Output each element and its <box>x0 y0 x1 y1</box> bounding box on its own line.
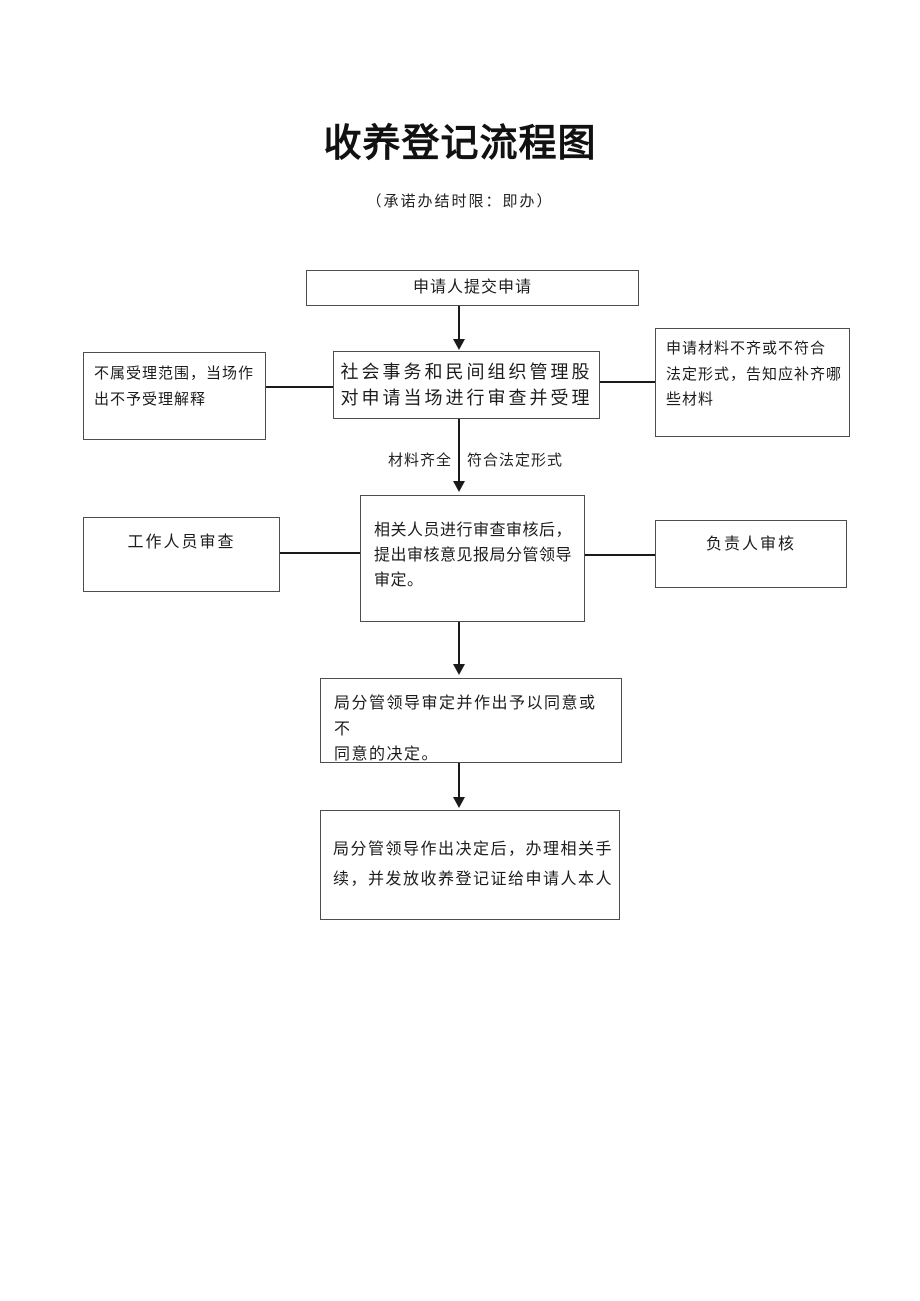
arrowhead-icon <box>453 797 465 808</box>
page-title: 收养登记流程图 <box>323 121 597 165</box>
arrow-submit-to-review <box>458 306 460 340</box>
arrow-review-to-related-review <box>458 419 460 482</box>
arrow-related-review-to-leader <box>458 622 460 665</box>
flow-node-label-line: 申请材料不齐或不符合 <box>666 341 827 357</box>
flow-node-label-line: 不属受理范围，当场作 <box>94 366 255 382</box>
flow-node-review-and-accept: 社会事务和民间组织管理股 对申请当场进行审查并受理 <box>333 351 600 419</box>
connector-responsible-review <box>585 554 655 556</box>
flow-node-submit-application: 申请人提交申请 <box>306 270 639 306</box>
page-subtitle: （承诺办结时限：即办） <box>366 194 554 210</box>
flow-node-label: 负责人审核 <box>705 536 796 553</box>
flow-node-label-line: 社会事务和民间组织管理股 <box>340 361 593 382</box>
flow-node-staff-review: 工作人员审查 <box>83 517 280 592</box>
flow-node-label-line: 些材料 <box>666 392 715 408</box>
flow-node-responsible-review: 负责人审核 <box>655 520 847 588</box>
flow-node-label-line: 局分管领导审定并作出予以同意或不 <box>334 695 597 738</box>
flow-node-label-line: 续，并发放收养登记证给申请人本人 <box>333 871 614 888</box>
arrowhead-icon <box>453 481 465 492</box>
arrow-leader-to-final <box>458 763 460 798</box>
edge-label-legal-form: 符合法定形式 <box>467 453 564 469</box>
flow-node-label-line: 相关人员进行审查审核后， <box>374 522 573 539</box>
flow-node-not-accepted: 不属受理范围，当场作 出不予受理解释 <box>83 352 266 440</box>
flow-node-incomplete-materials: 申请材料不齐或不符合 法定形式，告知应补齐哪 些材料 <box>655 328 850 437</box>
flow-node-leader-decide: 局分管领导审定并作出予以同意或不 同意的决定。 <box>320 678 622 763</box>
connector-review-to-incomplete <box>600 381 655 383</box>
connector-review-to-not-accepted <box>266 386 333 388</box>
flow-node-label: 申请人提交申请 <box>412 278 532 296</box>
flow-node-label-line: 同意的决定。 <box>334 746 440 764</box>
flow-node-label-line: 出不予受理解释 <box>94 391 207 408</box>
flow-node-label-line: 局分管领导作出决定后，办理相关手 <box>333 840 614 858</box>
flow-node-label: 工作人员审查 <box>127 534 236 551</box>
flow-node-label-line: 对申请当场进行审查并受理 <box>340 388 593 408</box>
arrowhead-icon <box>453 664 465 675</box>
flow-node-label-line: 审定。 <box>374 571 424 589</box>
flow-node-related-review: 相关人员进行审查审核后， 提出审核意见报局分管领导 审定。 <box>360 495 585 622</box>
arrowhead-icon <box>453 339 465 350</box>
connector-staff-review <box>280 552 360 554</box>
flow-node-final-issue: 局分管领导作出决定后，办理相关手 续，并发放收养登记证给申请人本人 <box>320 810 620 920</box>
flow-node-label-line: 提出审核意见报局分管领导 <box>374 546 573 564</box>
flow-node-label-line: 法定形式，告知应补齐哪 <box>666 366 843 383</box>
edge-label-materials-complete: 材料齐全 <box>387 453 452 469</box>
